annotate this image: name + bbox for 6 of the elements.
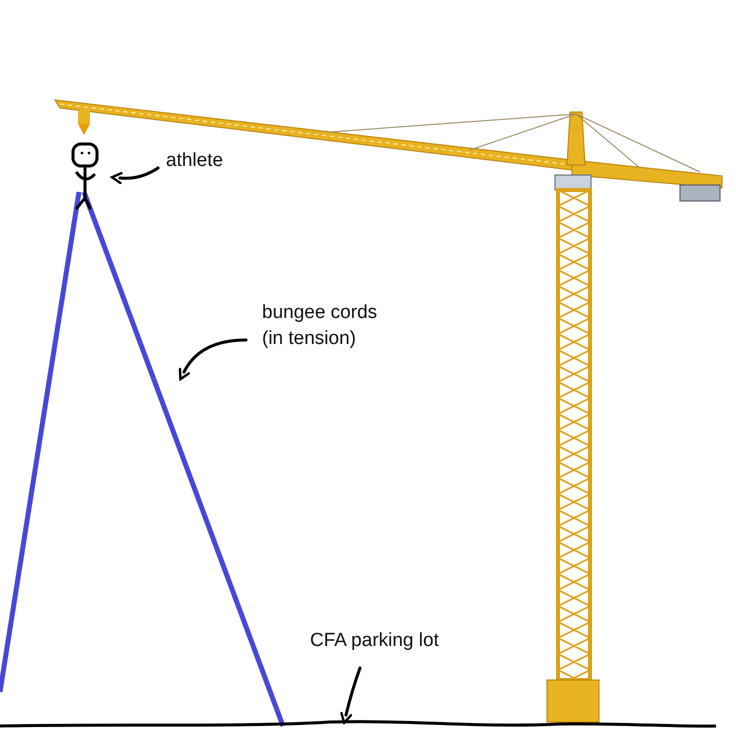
leader-arrow	[340, 666, 362, 724]
leader-arrow	[110, 166, 160, 184]
callout-text: athlete	[166, 149, 224, 173]
callout-text: bungee cords (in tension)	[262, 301, 378, 351]
leader-arrow	[178, 338, 248, 380]
callout-text: CFA parking lot	[310, 629, 439, 653]
